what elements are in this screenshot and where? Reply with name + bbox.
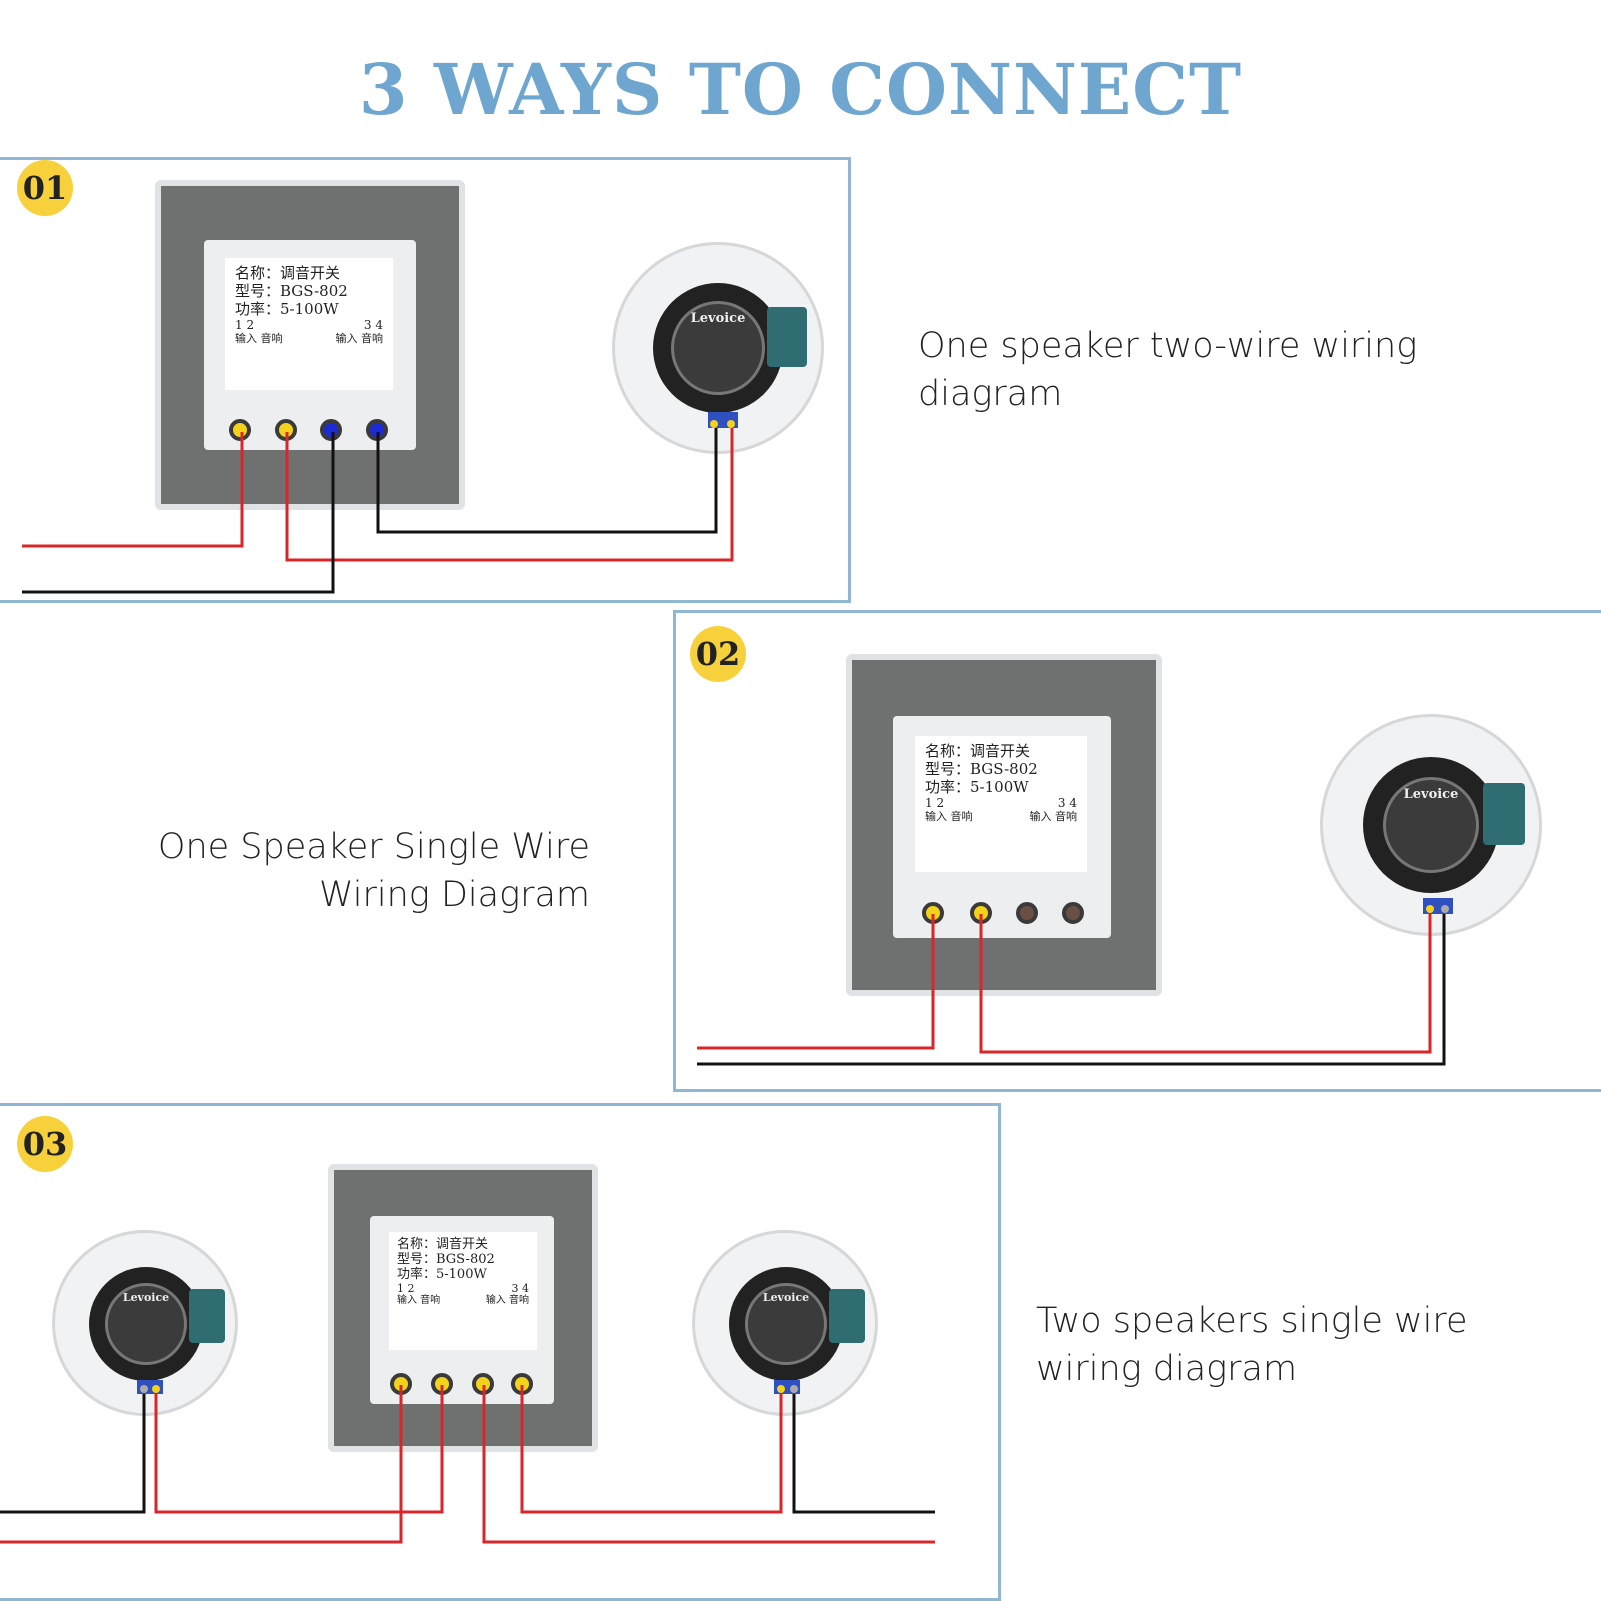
terminal-blue-3 bbox=[320, 419, 342, 441]
label-card-02: 名称：调音开关 型号：BGS-802 功率：5-100W 1 2 3 4 输入 … bbox=[915, 736, 1087, 872]
label-line-1: 名称：调音开关 bbox=[925, 742, 1031, 760]
wire-red-speaker-02 bbox=[979, 912, 1432, 1054]
wire-black-right-03 bbox=[792, 1392, 935, 1514]
badge-03: 03 bbox=[17, 1116, 73, 1172]
description-03-line1: Two speakers single wire bbox=[1036, 1301, 1468, 1341]
label-sub-right: 输入 音响 bbox=[1029, 810, 1078, 823]
description-01-line2: diagram bbox=[918, 374, 1063, 414]
label-sub-left: 输入 音响 bbox=[397, 1295, 441, 1306]
description-02-line1: One Speaker Single Wire bbox=[157, 827, 590, 867]
description-02-line2: Wiring Diagram bbox=[318, 875, 590, 915]
label-line-1: 名称：调音开关 bbox=[397, 1237, 489, 1252]
wire-black-speaker-01 bbox=[376, 426, 718, 534]
wire-red-speaker-01 bbox=[285, 426, 734, 562]
label-sub-left: 输入 音响 bbox=[925, 810, 973, 823]
description-03: Two speakers single wire wiring diagram bbox=[1036, 1297, 1556, 1393]
label-line-2: 型号：BGS-802 bbox=[925, 760, 1038, 778]
description-02: One Speaker Single Wire Wiring Diagram bbox=[100, 823, 590, 919]
speaker-brand-03-left: Levoice bbox=[122, 1291, 170, 1304]
label-line-3: 功率：5-100W bbox=[925, 778, 1029, 796]
label-card-01: 名称：调音开关 型号：BGS-802 功率：5-100W 1 2 3 4 输入 … bbox=[225, 258, 393, 390]
badge-02: 02 bbox=[690, 626, 746, 682]
wire-red-input-01 bbox=[22, 432, 244, 548]
label-nums-left: 1 2 bbox=[925, 796, 945, 810]
speaker-01: Levoice bbox=[612, 242, 824, 454]
speaker-board-01 bbox=[767, 307, 807, 367]
wire-black-bypass-02 bbox=[697, 912, 1446, 1066]
speaker-board-02 bbox=[1483, 783, 1525, 845]
wire-red-left-speaker-03 bbox=[154, 1385, 444, 1514]
badge-01: 01 bbox=[17, 160, 73, 216]
terminal-yellow-1 bbox=[229, 419, 251, 441]
label-sub-right: 输入 音响 bbox=[335, 332, 384, 345]
wire-black-left-03 bbox=[0, 1392, 146, 1514]
description-01: One speaker two-wire wiring diagram bbox=[918, 322, 1518, 418]
speaker-brand-03-right: Levoice bbox=[762, 1291, 810, 1304]
speaker-brand-02: Levoice bbox=[1403, 787, 1459, 802]
label-nums-right: 3 4 bbox=[511, 1282, 530, 1295]
wire-red-right-speaker-03 bbox=[520, 1385, 783, 1514]
label-nums-right: 3 4 bbox=[1057, 796, 1077, 810]
speaker-02: Levoice bbox=[1320, 714, 1542, 936]
label-line-3: 功率：5-100W bbox=[235, 300, 339, 318]
label-sub-right: 输入 音响 bbox=[485, 1295, 529, 1306]
speaker-brand-01: Levoice bbox=[690, 311, 746, 326]
wire-red-input-03 bbox=[0, 1385, 403, 1544]
description-01-line1: One speaker two-wire wiring bbox=[918, 326, 1418, 366]
label-nums-right: 3 4 bbox=[363, 318, 383, 332]
label-nums-left: 1 2 bbox=[397, 1282, 415, 1295]
label-card-03: 名称：调音开关 型号：BGS-802 功率：5-100W 1 2 3 4 输入 … bbox=[389, 1232, 537, 1350]
page-title: 3 WAYS TO CONNECT bbox=[358, 48, 1243, 131]
wire-red-input-02 bbox=[697, 914, 935, 1050]
label-line-1: 名称：调音开关 bbox=[235, 264, 341, 282]
label-line-3: 功率：5-100W bbox=[397, 1267, 487, 1282]
label-sub-left: 输入 音响 bbox=[235, 332, 283, 345]
speaker-board-03-left bbox=[189, 1289, 225, 1343]
wire-black-input-01 bbox=[22, 432, 335, 594]
terminal-empty-3 bbox=[1016, 902, 1038, 924]
description-03-line2: wiring diagram bbox=[1036, 1349, 1298, 1389]
speaker-board-03-right bbox=[829, 1289, 865, 1343]
label-line-2: 型号：BGS-802 bbox=[235, 282, 348, 300]
wire-red-input-b-03 bbox=[482, 1385, 935, 1544]
label-nums-left: 1 2 bbox=[235, 318, 255, 332]
terminal-empty-4 bbox=[1062, 902, 1084, 924]
label-line-2: 型号：BGS-802 bbox=[397, 1252, 495, 1267]
